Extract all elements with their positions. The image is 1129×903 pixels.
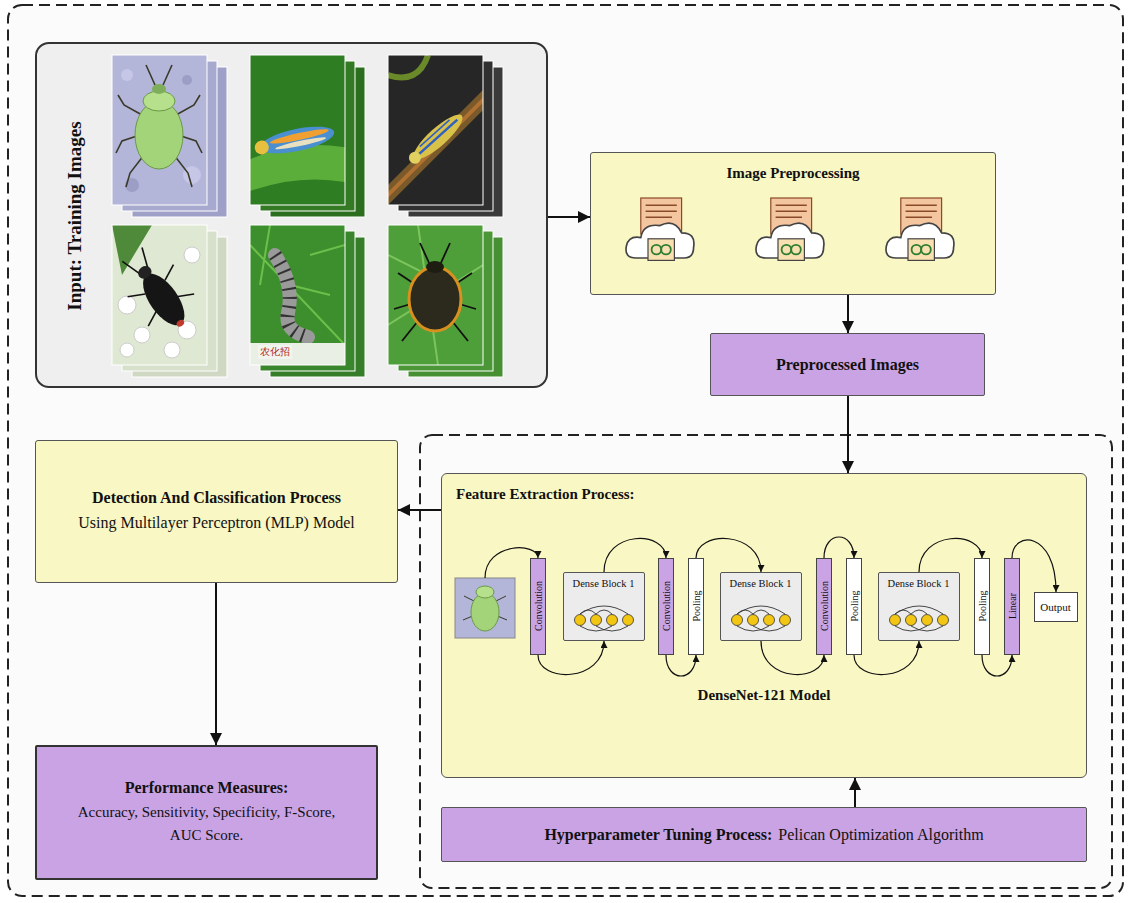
layer-label: Dense Block 1	[573, 578, 635, 589]
connector-arrow	[854, 641, 919, 675]
pooling-layer: Pooling	[974, 558, 990, 655]
dense-block: Dense Block 1	[720, 572, 802, 641]
connector-arrow	[548, 216, 590, 218]
layer-label: Dense Block 1	[888, 578, 950, 589]
layer-label: Dense Block 1	[730, 578, 792, 589]
layer-label: Linear	[1006, 593, 1017, 619]
box-body: Accuracy, Sensitivity, Specificity, F-Sc…	[62, 801, 352, 846]
pooling-layer: Pooling	[688, 558, 704, 655]
layer-label: Output	[1040, 601, 1071, 613]
box-title: Detection And Classification Process	[92, 489, 341, 507]
connector-arrow	[696, 538, 761, 572]
insect-photo-stack	[112, 55, 227, 217]
box-body: Pelican Optimization Algorithm	[778, 826, 983, 844]
layer-label: Convolution	[660, 581, 671, 631]
model-name: DenseNet-121 Model	[442, 687, 1086, 704]
dense-block: Dense Block 1	[878, 572, 960, 641]
box-title: Feature Extraction Process:	[456, 486, 635, 503]
panel-title: Input: Training Images	[64, 121, 86, 310]
outer-dashed-frame	[8, 5, 1123, 896]
pooling-layer: Pooling	[846, 558, 862, 655]
tuning-box: Hyperparameter Tuning Process: Pelican Op…	[441, 807, 1087, 862]
insect-photo-stack	[383, 55, 503, 217]
connector-arrow	[604, 538, 666, 572]
process-box: Detection And Classification ProcessUsin…	[35, 440, 398, 583]
layer-label: Convolution	[532, 581, 543, 631]
box-title: Image Preprocessing	[726, 165, 859, 182]
connector-arrow	[398, 509, 441, 511]
layer-label: Pooling	[976, 590, 987, 621]
box-body: Using Multilayer Perceptron (MLP) Model	[78, 511, 354, 534]
input-panel: Input: Training Images	[35, 42, 548, 388]
box-title: Performance Measures:	[125, 779, 289, 797]
cloud-document-icon	[626, 198, 694, 260]
connector-arrow	[666, 655, 696, 676]
dense-block: Dense Block 1	[563, 572, 645, 641]
feature-dashed-region	[420, 435, 1112, 888]
process-box: Image Preprocessing	[590, 152, 996, 295]
connector-arrow	[847, 295, 849, 333]
connector-arrow	[538, 641, 604, 675]
layer-label: Pooling	[848, 590, 859, 621]
connector-arrow	[215, 583, 217, 745]
convolution-layer: Convolution	[530, 558, 546, 655]
connector-arrow	[982, 655, 1012, 676]
layer-label: Convolution	[818, 581, 829, 631]
connector-arrow	[847, 396, 849, 473]
cloud-document-icon	[756, 198, 824, 260]
feature-extraction-box: Feature Extraction Process: DenseNet-121 …	[441, 473, 1087, 778]
training-images	[35, 42, 548, 388]
convolution-layer: Convolution	[816, 558, 832, 655]
cloud-document-icon	[886, 198, 954, 260]
metrics-box: Performance Measures: Accuracy, Sensitivi…	[35, 745, 378, 880]
connector-arrow	[824, 537, 854, 558]
insect-photo-stack	[240, 55, 365, 217]
layer-label: Pooling	[690, 590, 701, 621]
linear-layer: Linear	[1004, 558, 1020, 655]
insect-photo-stack	[250, 225, 365, 377]
insect-photo-stack	[109, 225, 227, 377]
connector-arrow	[761, 641, 824, 675]
output-layer: Output	[1034, 592, 1078, 622]
data-box: Preprocessed Images	[710, 333, 985, 396]
convolution-layer: Convolution	[658, 558, 674, 655]
connector-arrow	[919, 538, 982, 572]
insect-photo-stack	[388, 225, 503, 377]
watermark-text: 农化招	[258, 345, 292, 359]
input-thumbnail	[455, 578, 515, 638]
box-title: Preprocessed Images	[776, 356, 919, 374]
connector-arrow	[854, 778, 856, 807]
box-title: Hyperparameter Tuning Process:	[544, 826, 772, 844]
